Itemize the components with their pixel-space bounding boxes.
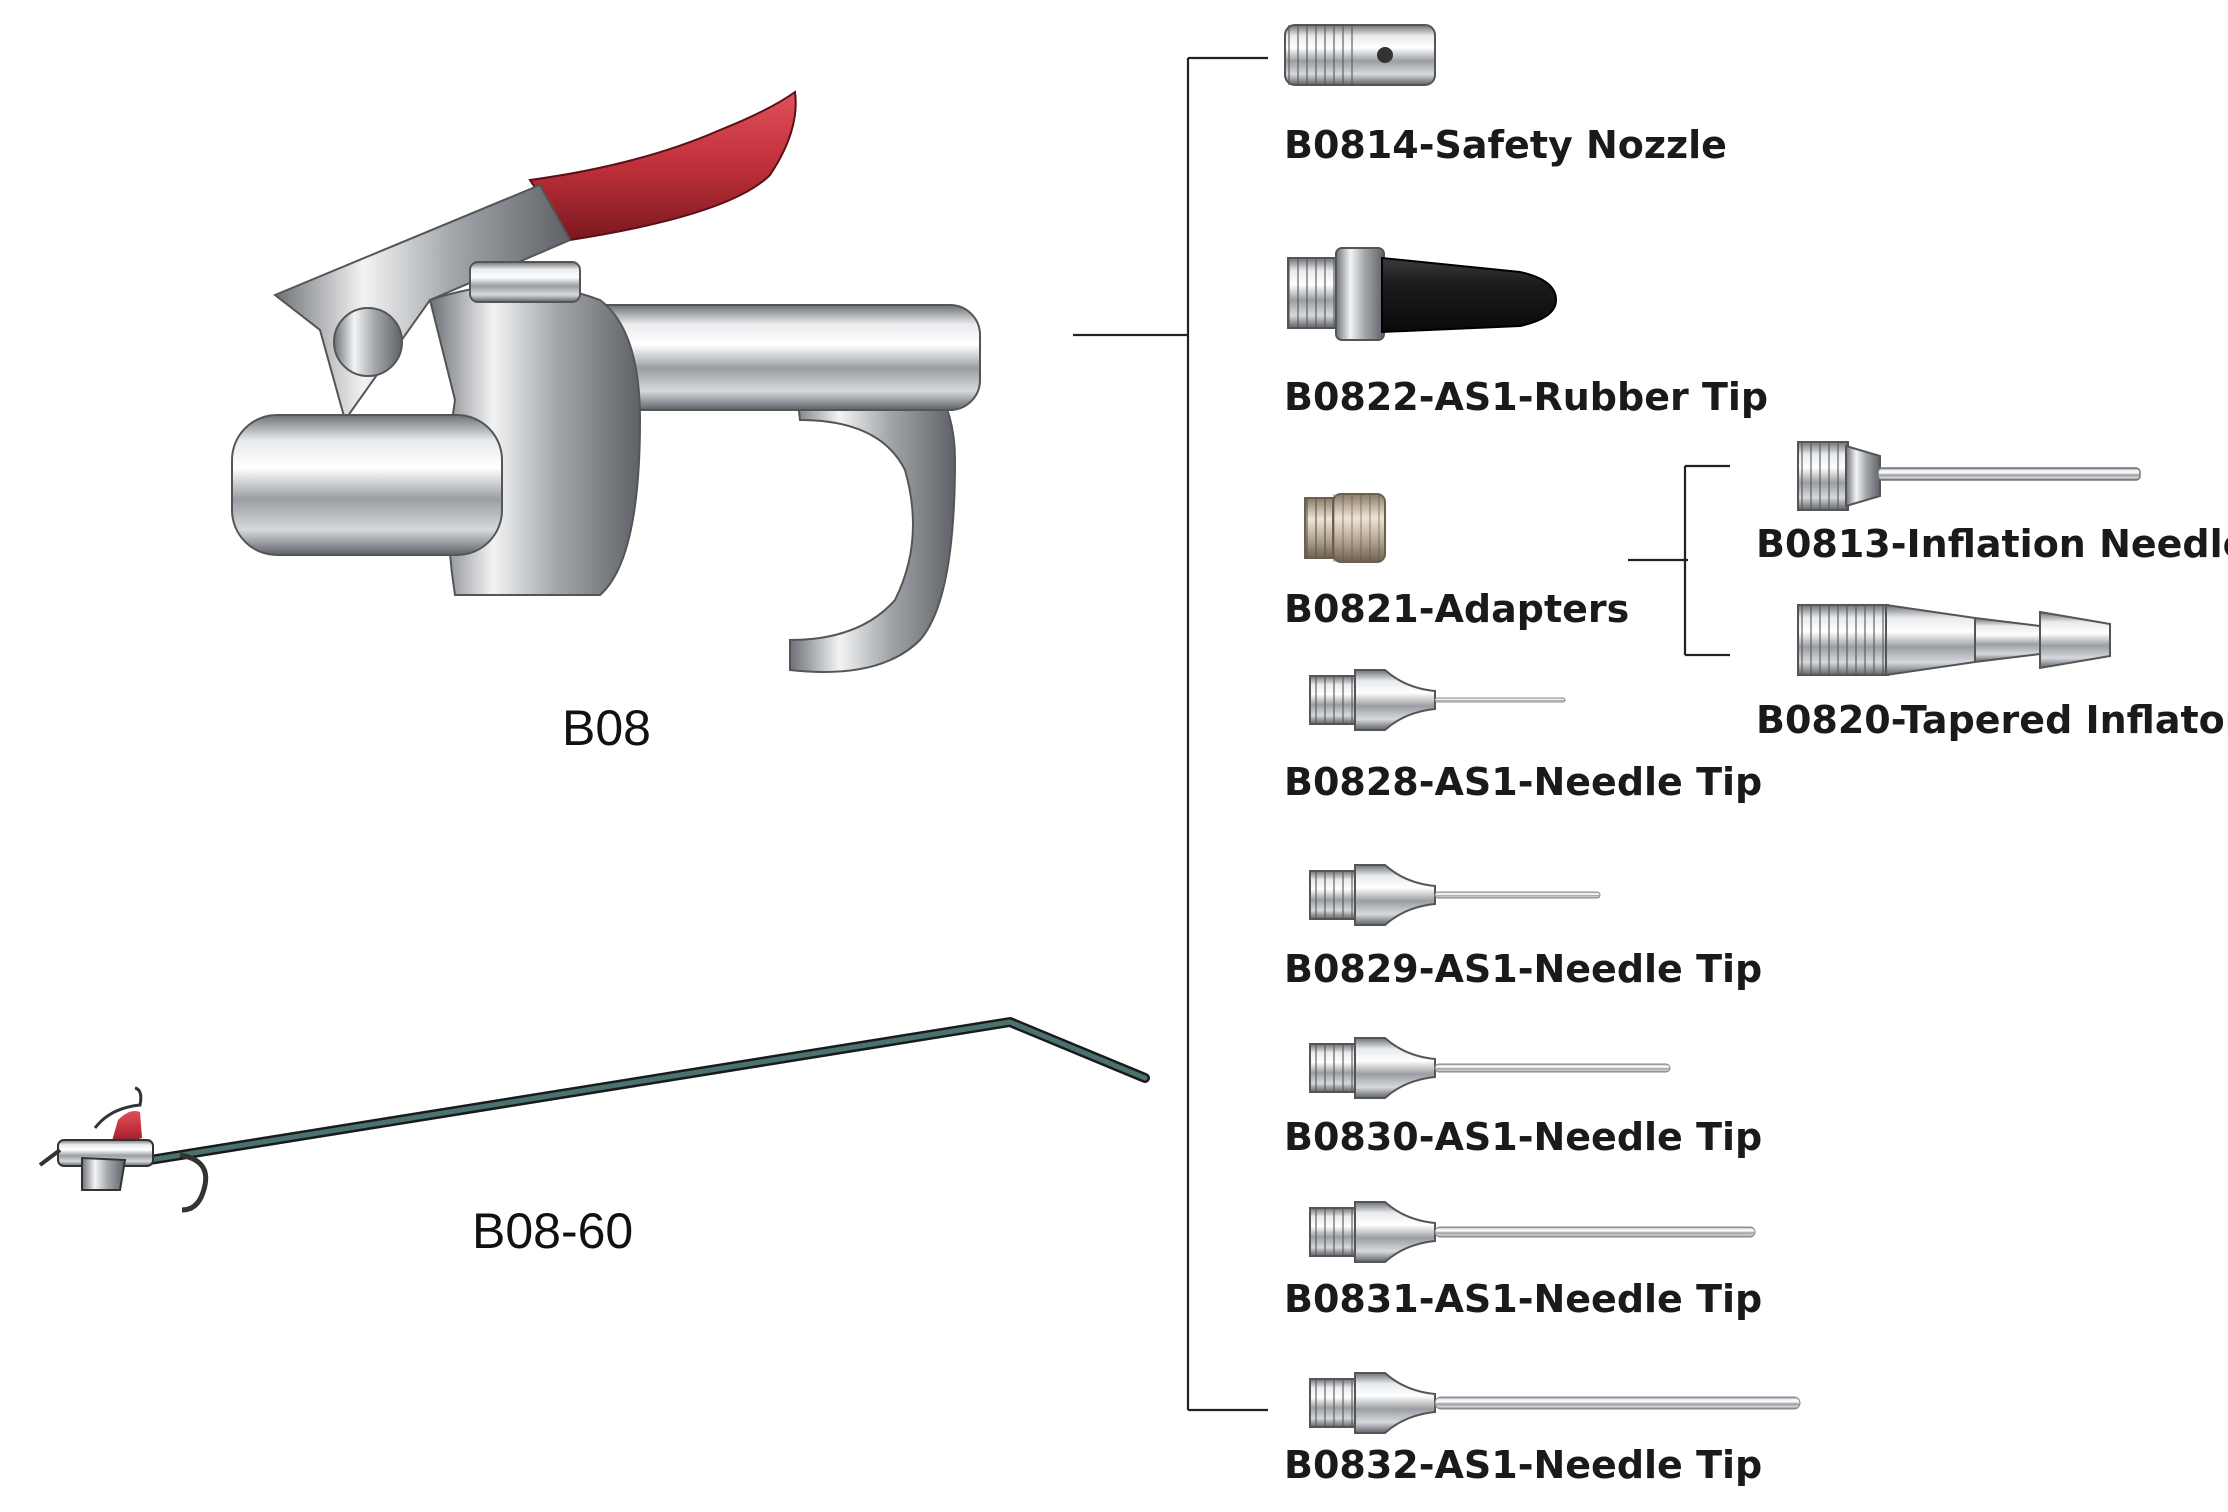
label-inflation-needle: B0813-Inflation Needle bbox=[1756, 522, 2228, 566]
label-safety-nozzle: B0814-Safety Nozzle bbox=[1284, 123, 1727, 167]
label-needle-tip-b0828: B0828-AS1-Needle Tip bbox=[1284, 760, 1762, 804]
needle-tip-5 bbox=[1309, 1372, 1801, 1434]
needle-tip-2 bbox=[1309, 864, 1601, 926]
connector-lines bbox=[1073, 56, 1730, 1412]
needle-tip-1 bbox=[1309, 669, 1566, 731]
adapter-icon bbox=[1304, 493, 1386, 563]
label-extension-blow-gun: B08-60 bbox=[472, 1203, 633, 1259]
label-adapters: B0821-Adapters bbox=[1284, 587, 1629, 631]
needle-tip-icon bbox=[1309, 669, 1801, 1434]
label-blow-gun: B08 bbox=[562, 700, 651, 756]
rubber-tip-icon bbox=[1287, 247, 1558, 341]
label-needle-tip-b0832: B0832-AS1-Needle Tip bbox=[1284, 1443, 1762, 1487]
labels: B0814-Safety Nozzle B0822-AS1-Rubber Tip… bbox=[1284, 123, 2228, 1487]
label-tapered-inflator: B0820-Tapered Inflator bbox=[1756, 698, 2228, 742]
tool-labels: B08 B08-60 bbox=[472, 700, 651, 1259]
label-needle-tip-b0829: B0829-AS1-Needle Tip bbox=[1284, 947, 1762, 991]
tapered-inflator-icon bbox=[1797, 603, 2111, 677]
label-rubber-tip: B0822-AS1-Rubber Tip bbox=[1284, 375, 1768, 419]
inflation-needle-icon bbox=[1797, 441, 2141, 511]
label-needle-tip-b0830: B0830-AS1-Needle Tip bbox=[1284, 1115, 1762, 1159]
blow-gun-icon bbox=[231, 90, 981, 673]
safety-nozzle-icon bbox=[1284, 24, 1436, 86]
needle-tip-3 bbox=[1309, 1037, 1671, 1099]
extension-blow-gun-icon bbox=[38, 1017, 1150, 1213]
needle-tip-4 bbox=[1309, 1201, 1756, 1263]
label-needle-tip-b0831: B0831-AS1-Needle Tip bbox=[1284, 1277, 1762, 1321]
